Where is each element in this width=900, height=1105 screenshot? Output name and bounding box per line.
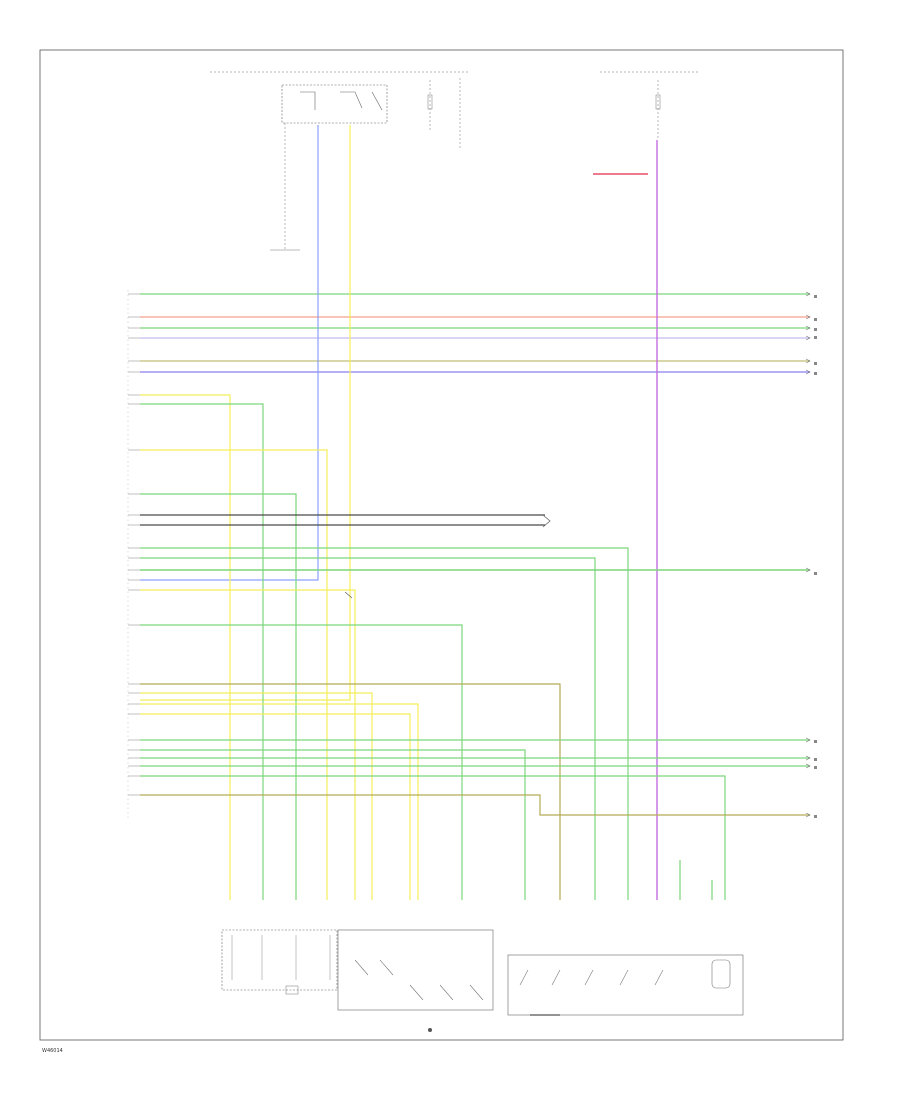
range-sensor-block — [507, 954, 744, 1016]
fuse-right — [655, 80, 661, 140]
wire-olive-3 — [140, 794, 810, 816]
continuation-arrow — [805, 358, 811, 364]
wire-yellow-5 — [140, 703, 419, 900]
wire-harness — [140, 125, 810, 900]
wire-olive-2 — [140, 683, 561, 900]
ground-marker-mid — [344, 591, 353, 599]
transmission-control-relay — [281, 84, 388, 124]
fuse-left — [427, 78, 461, 150]
pressure-switch-block — [337, 929, 494, 1032]
wire-yellow-6 — [140, 713, 411, 900]
continuation-arrow — [805, 335, 811, 341]
right-pin-marks — [814, 295, 817, 818]
splice-arrow — [542, 514, 551, 528]
wire-yellow-3 — [140, 589, 356, 900]
wire-green-3 — [140, 403, 264, 900]
continuation-arrow — [805, 755, 811, 761]
continuation-arrow — [805, 314, 811, 320]
wire-blue-vertical — [140, 125, 319, 581]
wire-yellow-1 — [140, 394, 231, 900]
upper-ground-branch — [270, 123, 300, 251]
continuation-arrow — [805, 812, 811, 818]
diagram-border — [39, 49, 844, 1041]
continuation-arrow — [805, 369, 811, 375]
wire-green-5 — [140, 547, 629, 900]
wire-green-6 — [140, 557, 596, 900]
wire-green-9 — [140, 749, 526, 900]
continuation-arrow — [805, 737, 811, 743]
continuation-arrow — [805, 567, 811, 573]
transmission-solenoid-block — [221, 929, 338, 995]
wire-green-7 — [140, 624, 463, 900]
continuation-arrow — [805, 291, 811, 297]
wire-green-12 — [140, 775, 726, 900]
wire-green-4 — [140, 493, 297, 900]
footer-code: W46014 — [42, 1048, 63, 1054]
continuation-arrows — [805, 291, 811, 818]
wire-yellow-4 — [140, 692, 373, 900]
continuation-arrow — [805, 763, 811, 769]
wire-yellow-2 — [140, 449, 328, 900]
connector-pins — [128, 293, 140, 796]
continuation-arrow — [805, 325, 811, 331]
wire-yellow-top — [140, 125, 351, 701]
